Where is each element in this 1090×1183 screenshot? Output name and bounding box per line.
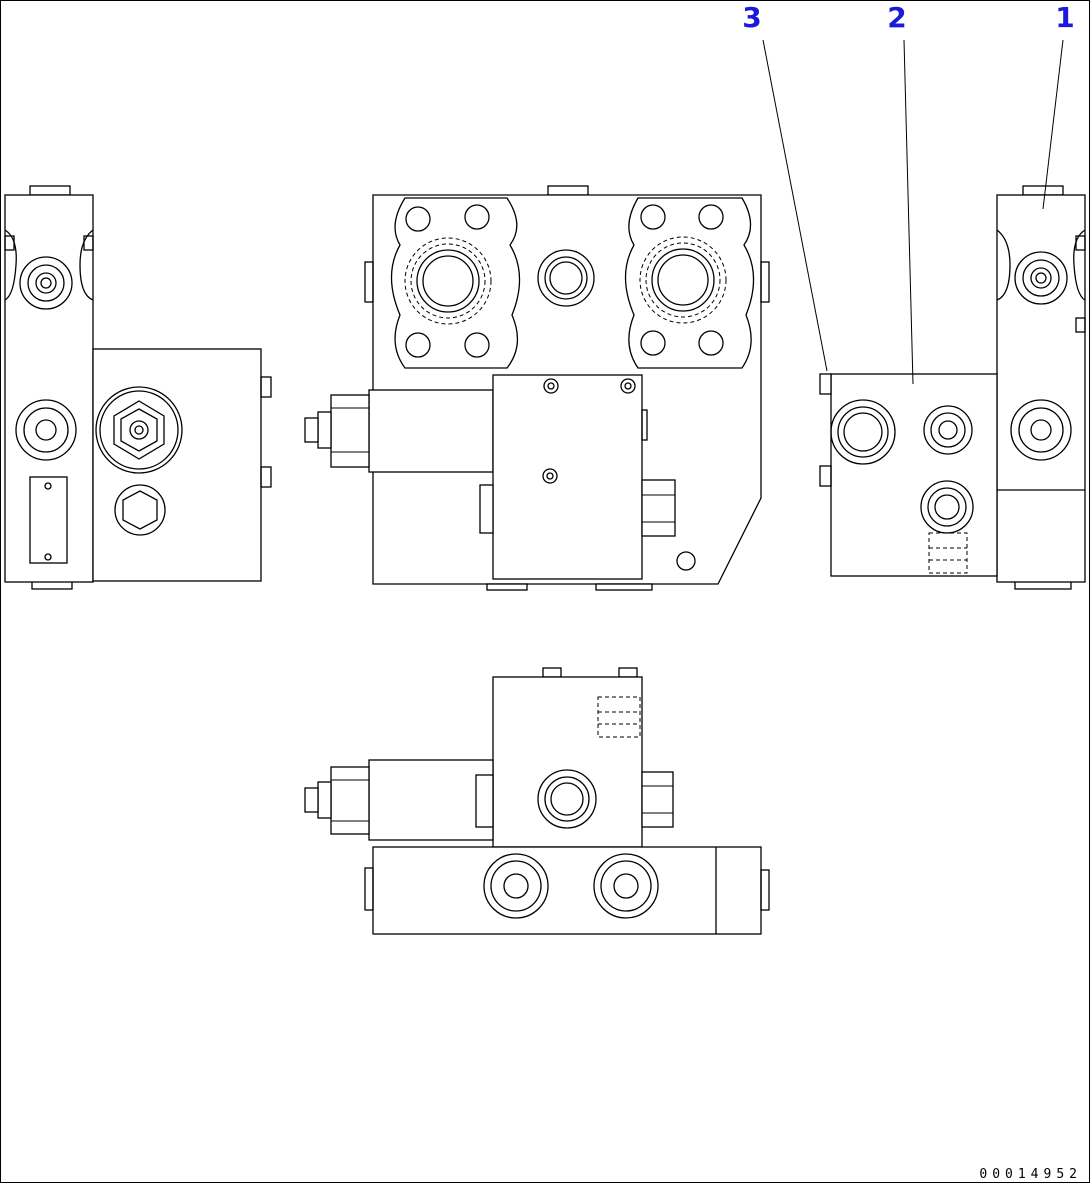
name-plate [29, 476, 68, 564]
port-flange-left [390, 197, 521, 369]
callout-2[interactable]: 2 [887, 1, 906, 34]
drawing-number: 00014952 [979, 1167, 1082, 1182]
main-body-bottom [372, 846, 762, 935]
callout-3[interactable]: 3 [742, 1, 761, 34]
right-side-view [819, 185, 1086, 590]
port-flange-right [624, 197, 755, 369]
leader-line-3 [762, 39, 828, 372]
left-side-view [4, 185, 272, 590]
bottom-view [304, 667, 770, 935]
solenoid-block-bottom [492, 676, 643, 848]
callouts: 3 2 1 [742, 1, 1075, 385]
part-3 [819, 373, 832, 395]
valve-block-side [4, 194, 94, 583]
valve-block-1 [996, 194, 1086, 583]
centre-front-view [304, 185, 770, 591]
leader-line-2 [903, 39, 914, 385]
callout-1[interactable]: 1 [1055, 1, 1074, 34]
valve-block-2 [830, 373, 998, 577]
leader-line-1 [1042, 39, 1064, 210]
solenoid-block [492, 374, 643, 580]
